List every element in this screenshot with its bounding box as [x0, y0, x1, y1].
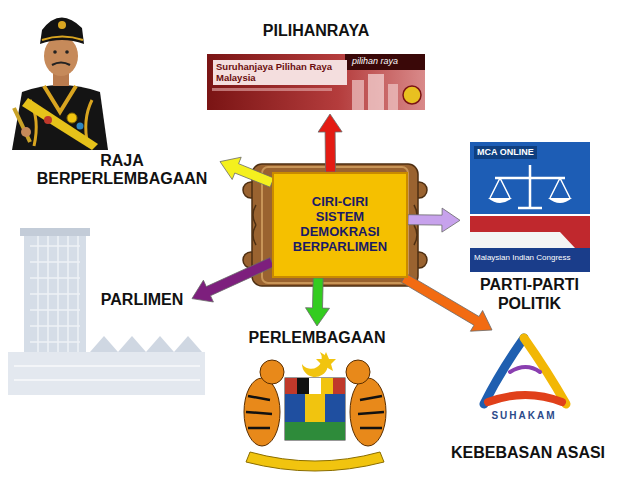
node-label: PERLEMBAGAAN: [249, 329, 386, 347]
logo-text: SUHAKAM: [491, 410, 556, 422]
block-arrow: [192, 258, 274, 302]
parliament-node: PARLIMEN: [92, 286, 192, 314]
block-arrow: [408, 208, 460, 232]
node-label: RAJA BERPERLEMBAGAAN: [24, 152, 220, 189]
party-node: PARTI-PARTI POLITIK: [460, 138, 599, 313]
freedom-node: KEBEBASAN ASASI: [438, 330, 618, 462]
constitution-node: PERLEMBAGAAN: [238, 326, 396, 350]
logo-text: Malaysian Indian Congress: [474, 253, 571, 263]
node-label: KEBEBASAN ASASI: [451, 444, 605, 462]
block-arrow: [220, 157, 274, 187]
central-box: CIRI-CIRI SISTEM DEMOKRASI BERPARLIMEN: [272, 172, 408, 278]
parliament-building: [8, 228, 205, 395]
node-label: PILIHANRAYA: [263, 22, 369, 40]
block-arrow: [318, 114, 342, 172]
coat-of-arms: [244, 352, 386, 471]
election-banner: [207, 54, 425, 110]
king-figure: [12, 17, 108, 150]
node-label: PARLIMEN: [101, 291, 183, 309]
monarch-node: RAJA BERPERLEMBAGAAN: [24, 152, 220, 200]
block-arrow: [401, 274, 492, 332]
block-arrow: [306, 278, 330, 326]
logo-text: MCA ONLINE: [474, 146, 537, 159]
node-label: CIRI-CIRI SISTEM DEMOKRASI BERPARLIMEN: [289, 195, 391, 255]
logo-text: Suruhanjaya Pilihan Raya Malaysia: [213, 60, 347, 85]
party-logos: [470, 142, 590, 272]
logo-text: pilihan raya: [352, 56, 398, 67]
node-label: PARTI-PARTI POLITIK: [460, 276, 599, 313]
suhakam-logo: [484, 338, 566, 404]
